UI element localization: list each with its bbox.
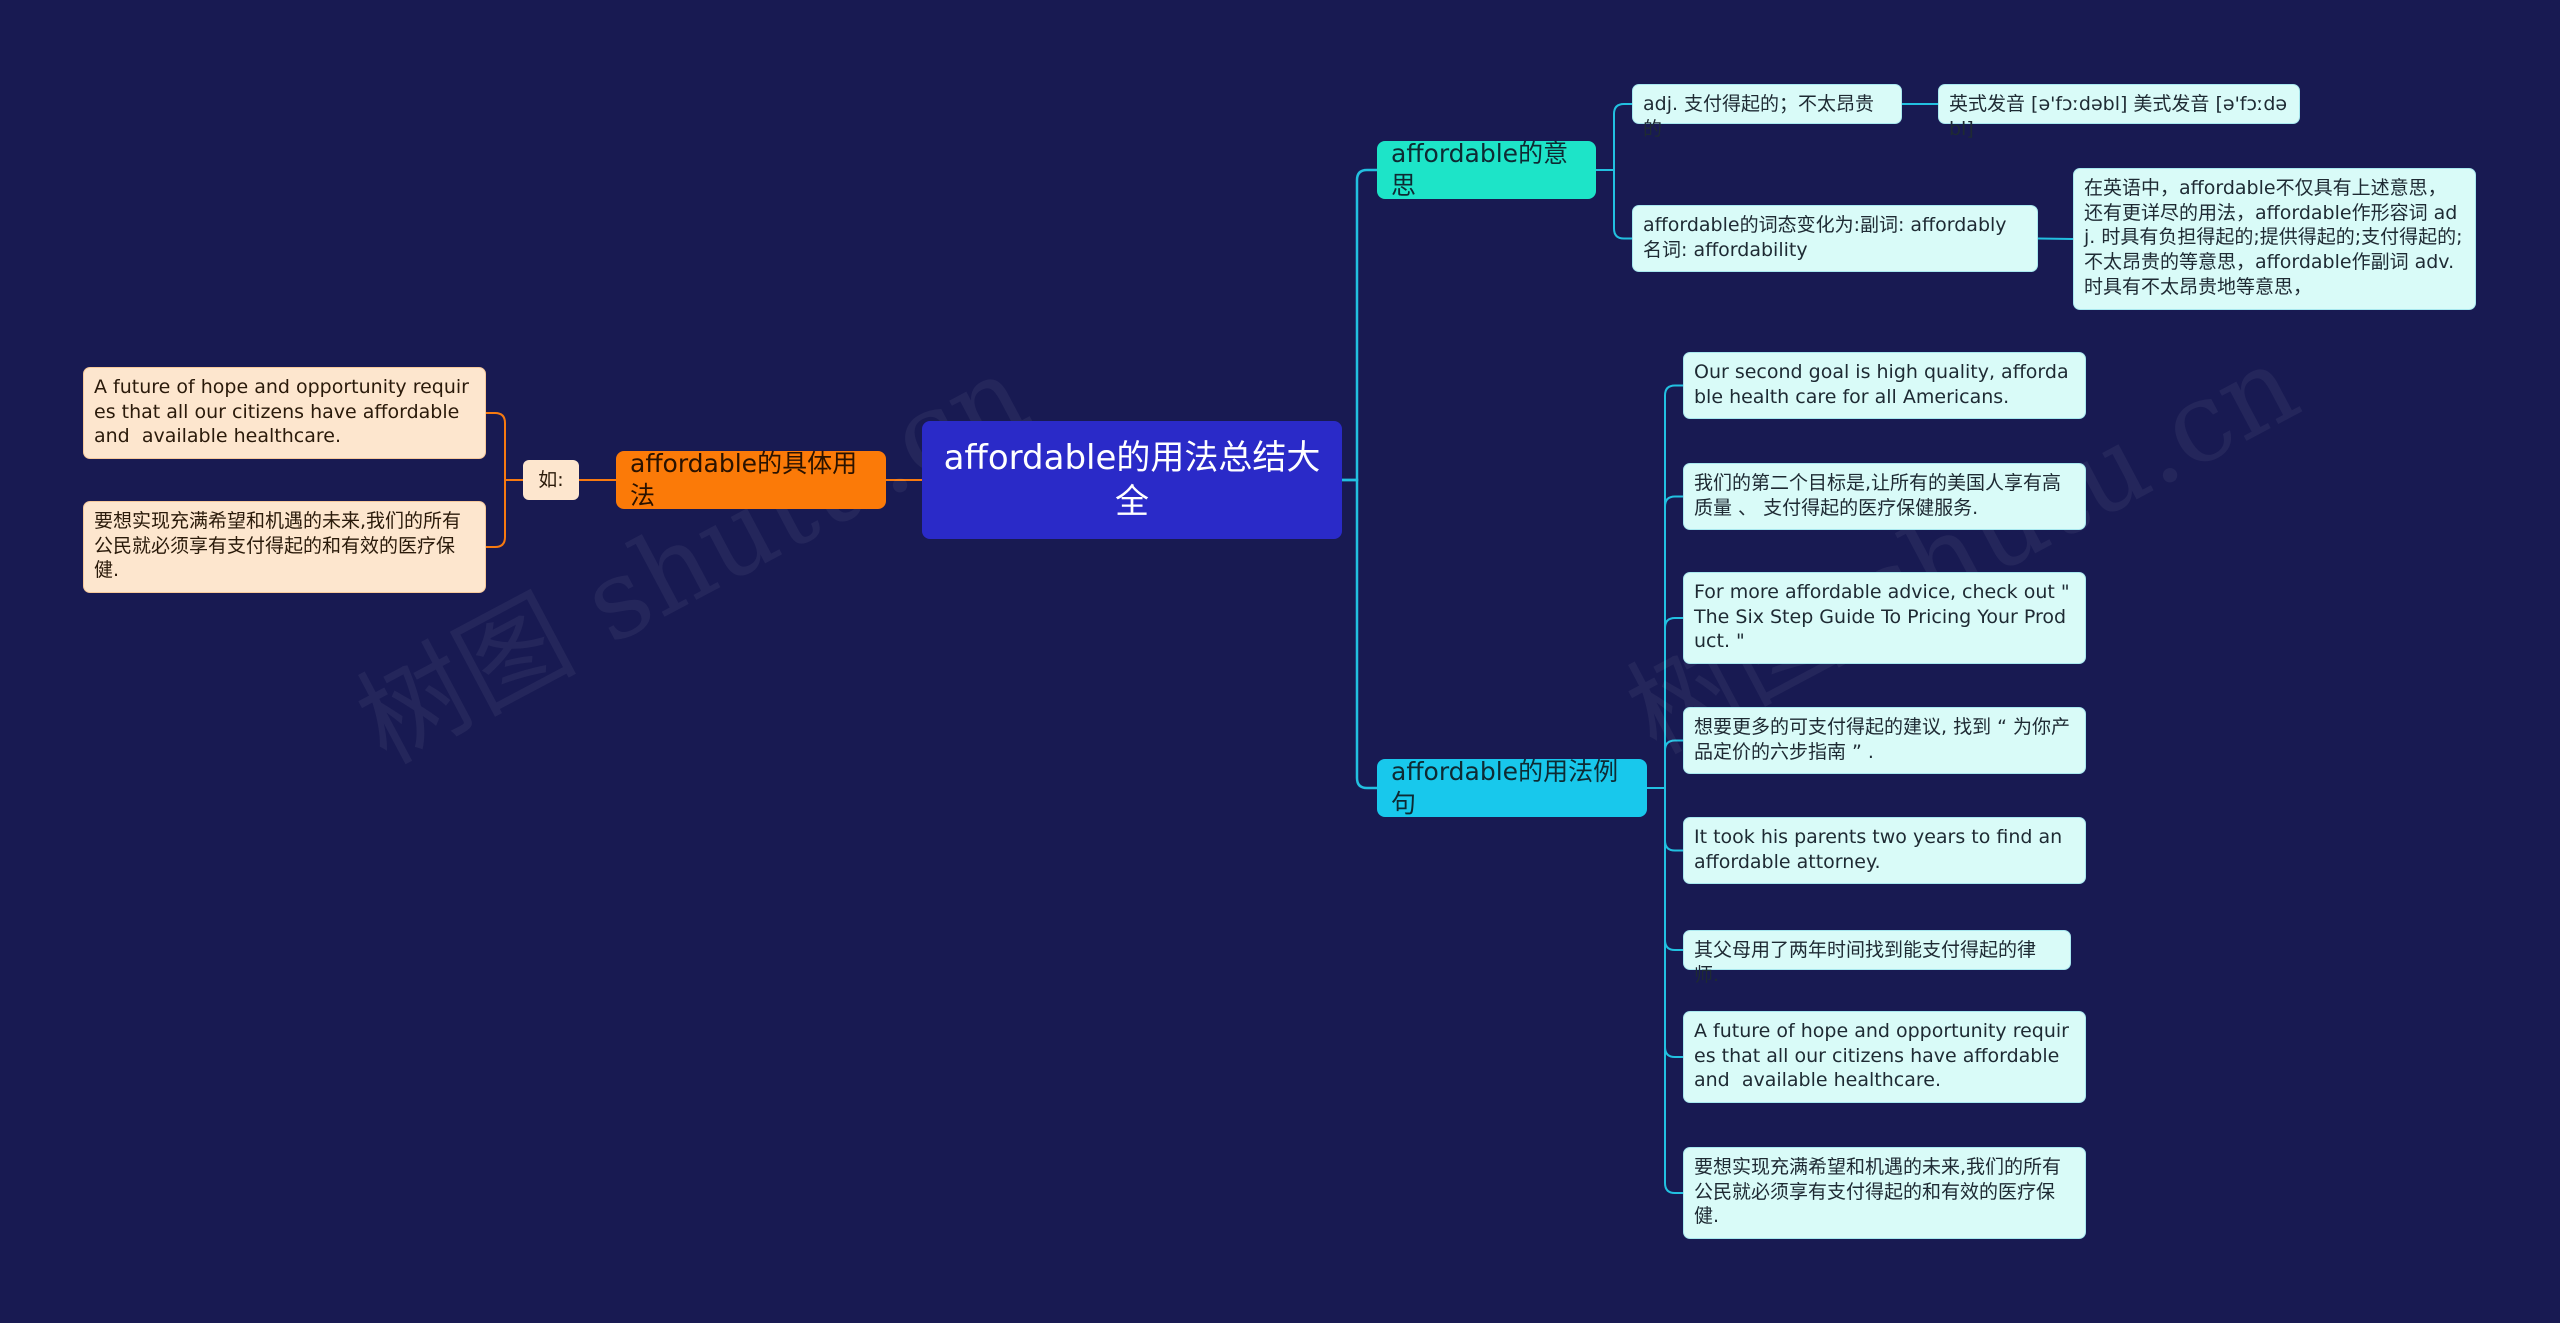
connector-line [1647,384,1683,789]
example-sentence[interactable]: 我们的第二个目标是,让所有的美国人享有高质量 、 支付得起的医疗保健服务. [1683,463,2086,530]
connector-line [486,412,523,481]
branch-meaning[interactable]: affordable的意思 [1377,139,1596,200]
usage-sub-label[interactable]: 如: [523,460,579,500]
connector-line [1647,739,1683,789]
usage-sentence[interactable]: A future of hope and opportunity require… [83,367,486,459]
example-sentence[interactable]: It took his parents two years to find an… [1683,817,2086,884]
example-sentence[interactable]: For more affordable advice, check out " … [1683,572,2086,664]
connector-line [1342,168,1377,482]
connector-line [1596,169,1632,240]
meaning-detail[interactable]: 英式发音 [ə'fɔːdəbl] 美式发音 [ə'fɔːdəbl] [1938,84,2300,140]
connector-line [1647,495,1683,789]
connector-line [1342,478,1377,790]
meaning-detail[interactable]: 在英语中，affordable不仅具有上述意思，还有更详尽的用法，afforda… [2073,168,2476,310]
example-sentence[interactable]: 想要更多的可支付得起的建议, 找到 “ 为你产品定价的六步指南 ” . [1683,707,2086,774]
root-topic[interactable]: affordable的用法总结大全 [922,421,1342,539]
example-sentence[interactable]: A future of hope and opportunity require… [1683,1011,2086,1103]
connector-line [486,479,523,548]
branch-examples[interactable]: affordable的用法例句 [1377,757,1647,818]
branch-usage[interactable]: affordable的具体用法 [616,449,886,510]
connector-line [2037,237,2074,240]
example-sentence[interactable]: 要想实现充满希望和机遇的未来,我们的所有公民就必须享有支付得起的和有效的医疗保健… [1683,1147,2086,1239]
connector-line [1647,617,1683,789]
meaning-item[interactable]: adj. 支付得起的；不太昂贵的 [1632,84,1902,140]
connector-line [1647,787,1683,1194]
meaning-item[interactable]: affordable的词态变化为:副词: affordably 名词: affo… [1632,205,2038,272]
usage-sentence[interactable]: 要想实现充满希望和机遇的未来,我们的所有公民就必须享有支付得起的和有效的医疗保健… [83,501,486,593]
example-sentence[interactable]: Our second goal is high quality, afforda… [1683,352,2086,419]
example-sentence[interactable]: 其父母用了两年时间找到能支付得起的律师. [1683,930,2071,986]
connector-line [1596,103,1632,171]
